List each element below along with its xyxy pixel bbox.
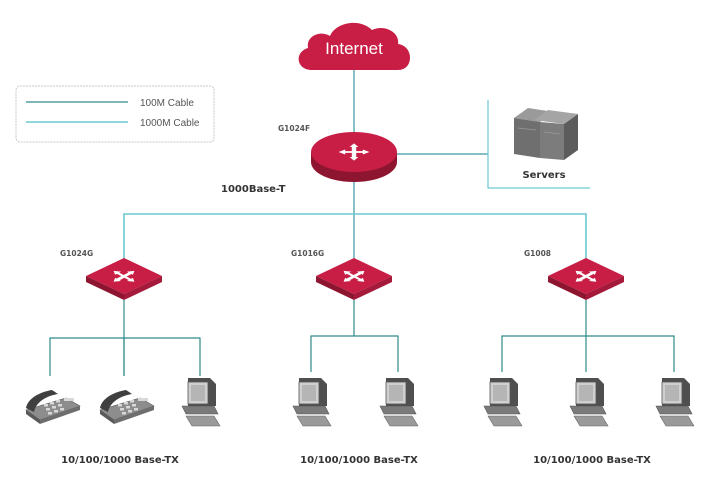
cloud-icon <box>298 22 410 71</box>
switch-icon <box>86 258 162 300</box>
internet-label: Internet <box>325 39 383 58</box>
internet-cloud[interactable]: Internet <box>298 22 410 71</box>
switch-g1016g[interactable]: G1016G 10/100/1000 Base-TX <box>291 249 419 466</box>
cables <box>49 70 675 376</box>
servers[interactable]: Servers <box>514 108 578 181</box>
switch-model-label: G1016G <box>291 249 324 258</box>
cable-g1008-bus <box>501 335 675 372</box>
cable-trunk-bus <box>123 213 587 262</box>
servers-label: Servers <box>522 170 565 181</box>
computer-icon[interactable] <box>569 377 609 427</box>
cable-server-bus <box>487 100 590 189</box>
switch-icon <box>316 258 392 300</box>
downlink-label: 10/100/1000 Base-TX <box>300 455 418 466</box>
downlink-label: 10/100/1000 Base-TX <box>61 455 179 466</box>
ip-phone-icon[interactable] <box>99 389 155 425</box>
computer-icon[interactable] <box>655 377 695 427</box>
ip-phone-icon[interactable] <box>25 389 81 425</box>
switch-g1008[interactable]: G1008 10/100/1000 Base-TX <box>483 249 695 466</box>
server-icon <box>514 108 578 160</box>
switch-model-label: G1008 <box>524 249 551 258</box>
switch-icon <box>548 258 624 300</box>
switch-g1024g[interactable]: G1024G 10/100/1000 Base-TX <box>25 249 221 466</box>
computer-icon[interactable] <box>292 377 332 427</box>
cable-g1016g-bus <box>310 335 399 372</box>
cable-g1024g-bus <box>49 337 201 376</box>
computer-icon[interactable] <box>181 377 221 427</box>
legend: 100M Cable 1000M Cable <box>15 85 215 143</box>
computer-icon[interactable] <box>379 377 419 427</box>
router-model-label: G1024F <box>278 124 310 133</box>
switch-model-label: G1024G <box>60 249 93 258</box>
legend-label-1000m: 1000M Cable <box>140 118 200 129</box>
downlink-label: 10/100/1000 Base-TX <box>533 455 651 466</box>
legend-label-100m: 100M Cable <box>140 98 194 109</box>
computer-icon[interactable] <box>483 377 523 427</box>
router-icon <box>311 132 397 182</box>
legend-box <box>15 85 215 143</box>
core-router[interactable]: G1024F 1000Base-T <box>221 124 397 195</box>
uplink-label: 1000Base-T <box>221 184 286 195</box>
